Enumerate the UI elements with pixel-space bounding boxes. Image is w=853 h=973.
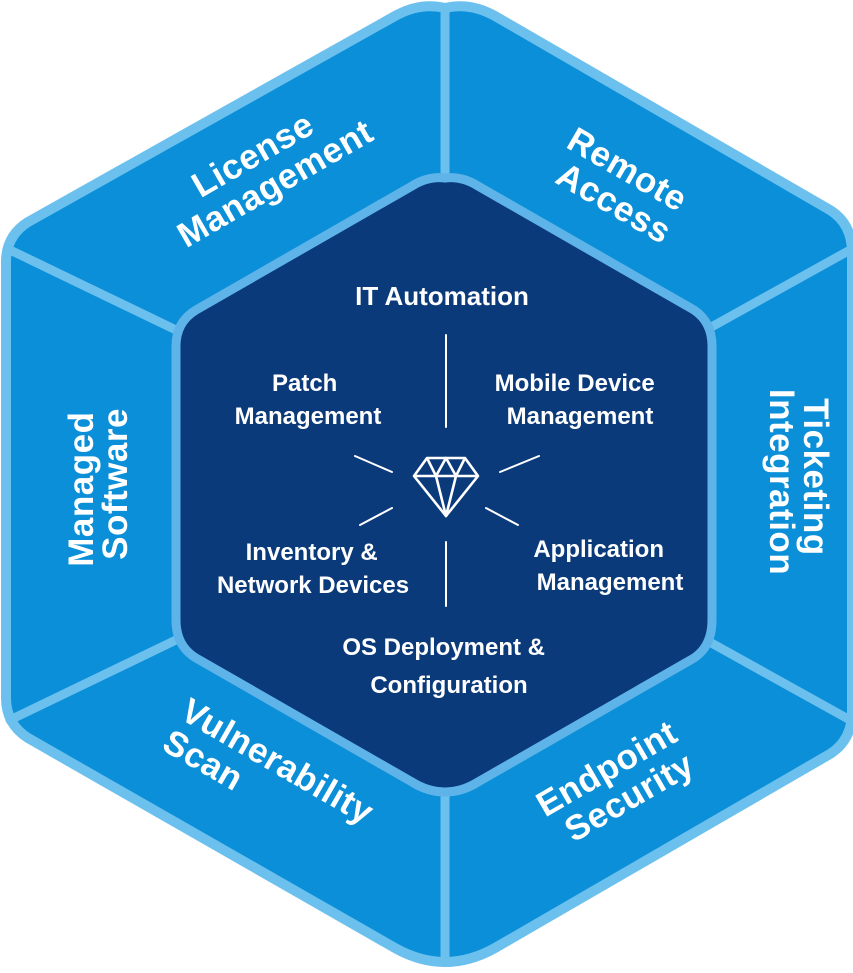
divider-upper-right bbox=[701, 245, 853, 335]
diamond-icon bbox=[412, 456, 480, 518]
ray-upper-right bbox=[499, 455, 540, 473]
segment-ticketing-integration: Ticketing Integration bbox=[762, 389, 835, 575]
segment-managed-software: Managed Software bbox=[62, 401, 135, 567]
application-management-label: Application Management bbox=[533, 536, 683, 596]
divider-lower-right bbox=[701, 635, 853, 725]
it-automation-label: IT Automation bbox=[355, 281, 529, 311]
divider-upper-left bbox=[5, 245, 181, 335]
managed-software-line2: Software bbox=[96, 408, 135, 560]
ray-lower-left bbox=[359, 507, 393, 526]
segment-dividers bbox=[5, 5, 853, 967]
patch-management-label: Patch Management bbox=[235, 370, 382, 430]
os-deployment-line2: Configuration bbox=[370, 672, 527, 699]
managed-software-line1: Managed bbox=[62, 412, 101, 567]
svg-text:Managed Software: Managed Software bbox=[62, 401, 135, 566]
application-line1: Application bbox=[533, 536, 664, 563]
patch-management-line2: Management bbox=[235, 403, 382, 430]
inventory-line2: Network Devices bbox=[217, 572, 409, 599]
ray-lower-right bbox=[485, 507, 519, 526]
svg-text:Ticketing Integration: Ticketing Integration bbox=[762, 389, 835, 575]
inventory-line1: Inventory & bbox=[246, 539, 378, 566]
mobile-device-management-label: Mobile Device Management bbox=[495, 370, 662, 430]
mobile-device-line1: Mobile Device bbox=[495, 370, 655, 397]
ticketing-integration-line1: Ticketing bbox=[796, 398, 835, 556]
os-deployment-label: OS Deployment & Configuration bbox=[342, 634, 551, 699]
patch-management-line1: Patch bbox=[272, 370, 337, 397]
ticketing-integration-line2: Integration bbox=[762, 389, 801, 575]
ray-upper-left bbox=[354, 455, 393, 473]
mobile-device-line2: Management bbox=[507, 403, 654, 430]
divider-lower-left bbox=[5, 635, 181, 725]
connector-rays bbox=[354, 334, 540, 607]
inner-hexagon bbox=[171, 173, 717, 797]
inventory-network-devices-label: Inventory & Network Devices bbox=[217, 539, 409, 599]
application-line2: Management bbox=[537, 569, 684, 596]
os-deployment-line1: OS Deployment & bbox=[342, 634, 545, 661]
